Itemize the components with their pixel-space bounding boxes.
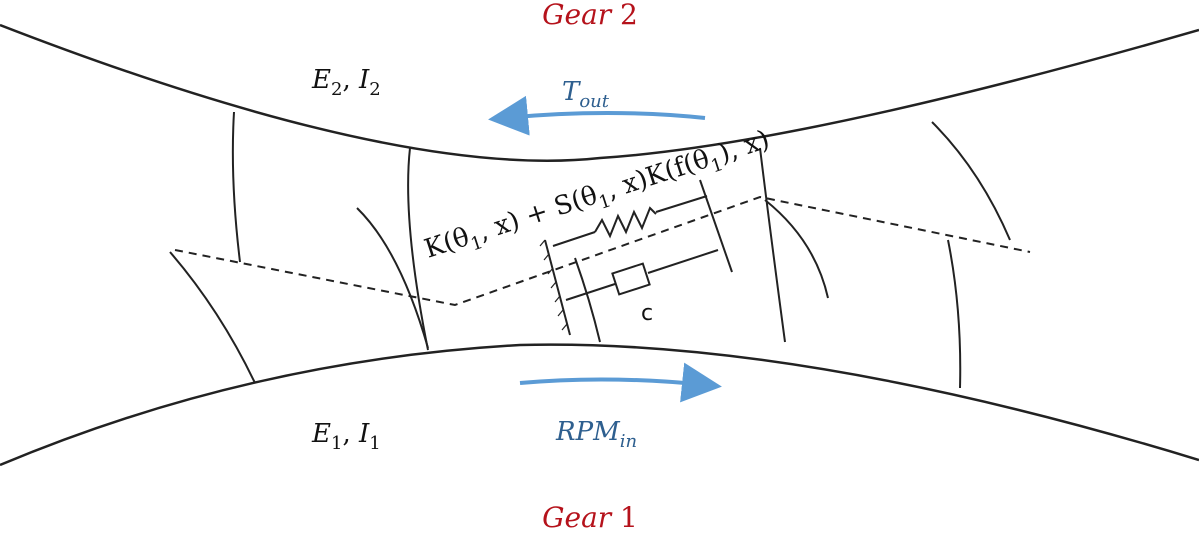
wall-hatching — [539, 239, 568, 331]
ground-wall — [544, 239, 571, 336]
rpm-arrow — [519, 362, 722, 403]
damper-label: c — [641, 301, 653, 326]
spring-link — [655, 195, 708, 213]
tooth-flanks — [169, 111, 1011, 389]
torque-arrow — [488, 95, 706, 136]
torque-label: Tout — [562, 77, 610, 112]
tooth-flank — [407, 147, 429, 351]
line-of-action — [174, 195, 1031, 307]
tooth-flank — [764, 199, 829, 299]
gear1-material-label: E1, I1 — [311, 419, 381, 454]
gear2-material-label: E2, I2 — [311, 65, 381, 100]
tooth-flank — [231, 111, 241, 263]
damper-body — [611, 262, 651, 296]
gear2-outline — [0, 23, 1199, 162]
mesh-bar — [699, 179, 733, 273]
tooth-flank — [947, 239, 962, 389]
mesh-stiffness-formula: K(θ1, x) + S(θ1, x)K(f(θ1), x) — [421, 125, 775, 270]
damper-rod — [565, 283, 616, 301]
spring-damper-model — [539, 179, 733, 336]
gear1-title: Gear 1 — [542, 501, 638, 534]
tooth-flank — [759, 147, 786, 343]
tooth-flank — [169, 251, 256, 384]
spring-coil — [594, 206, 657, 239]
tooth-flank — [574, 257, 601, 343]
spring-link — [552, 231, 596, 247]
rpm-label: RPMin — [555, 417, 637, 452]
damper-rod — [647, 249, 719, 274]
gear2-title: Gear 2 — [542, 0, 638, 31]
gear1-outline — [0, 343, 1199, 467]
tooth-flank — [931, 121, 1011, 241]
tooth-flank — [356, 207, 429, 349]
